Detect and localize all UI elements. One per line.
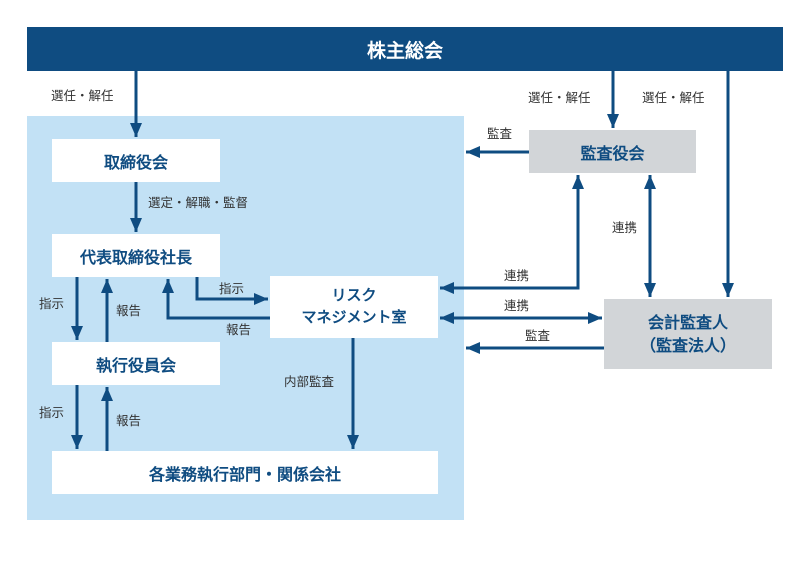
- board-of-directors-box: 取締役会: [52, 139, 220, 182]
- audit-board-label: 監査役会: [580, 143, 645, 163]
- label-auditors-risk-coop: 連携: [504, 268, 530, 283]
- label-appoint-dismiss-accounting: 選任・解任: [642, 90, 705, 105]
- shareholders-meeting-box: 株主総会: [27, 27, 783, 71]
- shareholders-meeting-label: 株主総会: [366, 39, 443, 62]
- president-box: 代表取締役社長: [52, 234, 220, 277]
- label-president-to-exec-instruct: 指示: [39, 296, 65, 311]
- label-auditors-accounting-coop: 連携: [612, 220, 638, 235]
- accounting-auditor-box: 会計監査人 （監査法人）: [604, 299, 772, 369]
- label-president-to-risk-instruct: 指示: [219, 281, 245, 296]
- departments-label: 各業務執行部門・関係会社: [148, 464, 341, 484]
- label-risk-accounting-coop: 連携: [504, 298, 530, 313]
- label-dept-to-exec-report: 報告: [116, 413, 142, 428]
- accounting-auditor-label-line1: 会計監査人: [647, 312, 728, 332]
- executive-committee-label: 執行役員会: [95, 355, 176, 375]
- executive-committee-box: 執行役員会: [52, 342, 220, 385]
- risk-management-label-line1: リスク: [331, 286, 377, 305]
- label-board-to-president: 選定・解職・監督: [148, 195, 249, 210]
- arrow-risk-to-president: [162, 279, 270, 320]
- board-of-directors-label: 取締役会: [103, 152, 168, 172]
- label-appoint-dismiss-board: 選任・解任: [51, 88, 114, 103]
- audit-board-box: 監査役会: [529, 130, 696, 173]
- label-appoint-dismiss-auditors: 選任・解任: [528, 90, 591, 105]
- label-risk-to-president-report: 報告: [226, 322, 252, 337]
- label-exec-to-dept-instruct: 指示: [39, 405, 65, 420]
- departments-box: 各業務執行部門・関係会社: [52, 451, 438, 494]
- label-accounting-audit: 監査: [525, 328, 551, 343]
- risk-management-box: リスク マネジメント室: [270, 276, 438, 338]
- label-internal-audit: 内部監査: [284, 374, 335, 389]
- risk-management-label-line2: マネジメント室: [301, 308, 407, 326]
- label-auditors-audit: 監査: [487, 126, 513, 141]
- label-exec-to-president-report: 報告: [116, 303, 142, 318]
- accounting-auditor-label-line2: （監査法人）: [639, 336, 736, 355]
- arrow-president-to-risk: [195, 277, 268, 305]
- president-label: 代表取締役社長: [79, 247, 192, 267]
